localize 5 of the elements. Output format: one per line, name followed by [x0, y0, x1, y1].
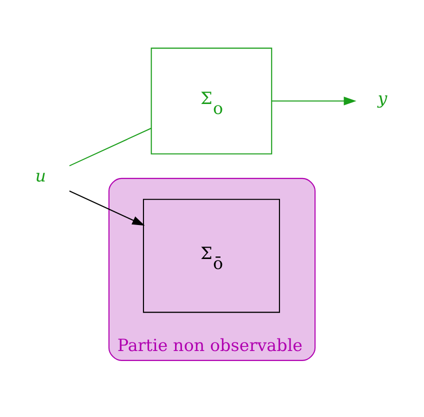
node-text: u: [35, 165, 46, 186]
arrow: [69, 190, 145, 226]
arrow: [272, 96, 356, 106]
node-text: y: [378, 88, 388, 108]
connector: [69, 128, 152, 166]
